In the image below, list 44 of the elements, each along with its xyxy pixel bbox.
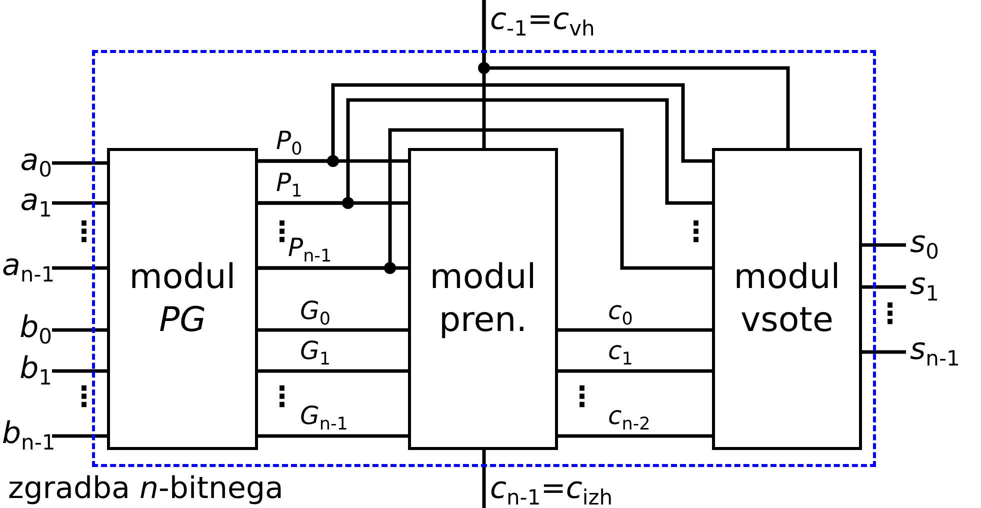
wire	[258, 98, 712, 205]
wire	[258, 128, 712, 270]
signal-label: s$_{0}$	[910, 224, 940, 263]
wire	[258, 328, 408, 332]
wire	[52, 266, 107, 270]
signal-label: b$_{0}$	[20, 309, 52, 348]
signal-label: c$_{-1}$=c$_{vh}$	[490, 1, 595, 40]
ellipsis-mark: ⋮	[70, 218, 98, 246]
signal-label: a$_{0}$	[20, 142, 52, 181]
wire	[862, 285, 906, 289]
signal-label: s$_{1}$	[910, 266, 940, 305]
wire	[482, 0, 790, 148]
signal-label: a$_{1}$	[20, 182, 52, 221]
wire	[862, 350, 906, 354]
wire	[258, 434, 408, 438]
signal-label: a$_{n-1}$	[2, 247, 55, 286]
module-label: modul PG	[129, 256, 236, 342]
wire	[52, 369, 107, 373]
ellipsis-mark: ⋮	[268, 383, 296, 411]
module-label: modul pren.	[430, 256, 536, 342]
wire	[258, 83, 712, 163]
wire	[482, 450, 486, 508]
ellipsis-mark: ⋮	[682, 218, 710, 246]
module-label: modul vsote	[734, 256, 840, 342]
wire	[52, 434, 107, 438]
module-box	[712, 148, 862, 450]
ellipsis-mark: ⋮	[568, 383, 596, 411]
signal-label: c$_{n-1}$=c$_{izh}$	[490, 470, 613, 508]
dashed-boundary	[92, 50, 876, 467]
wire	[862, 243, 906, 247]
signal-label: b$_{1}$	[20, 350, 52, 389]
wire	[258, 369, 408, 373]
module-box	[408, 148, 558, 450]
caption-text: zgradba n-bitnega	[8, 472, 284, 506]
ellipsis-mark: ⋮	[70, 383, 98, 411]
wire	[558, 434, 712, 438]
wire	[52, 161, 107, 165]
module-box	[107, 148, 258, 450]
wire	[558, 328, 712, 332]
signal-label: b$_{n-1}$	[2, 415, 56, 454]
wire	[52, 328, 107, 332]
signal-label: s$_{n-1}$	[910, 331, 960, 370]
ellipsis-mark: ⋮	[876, 300, 904, 328]
wire	[52, 201, 107, 205]
